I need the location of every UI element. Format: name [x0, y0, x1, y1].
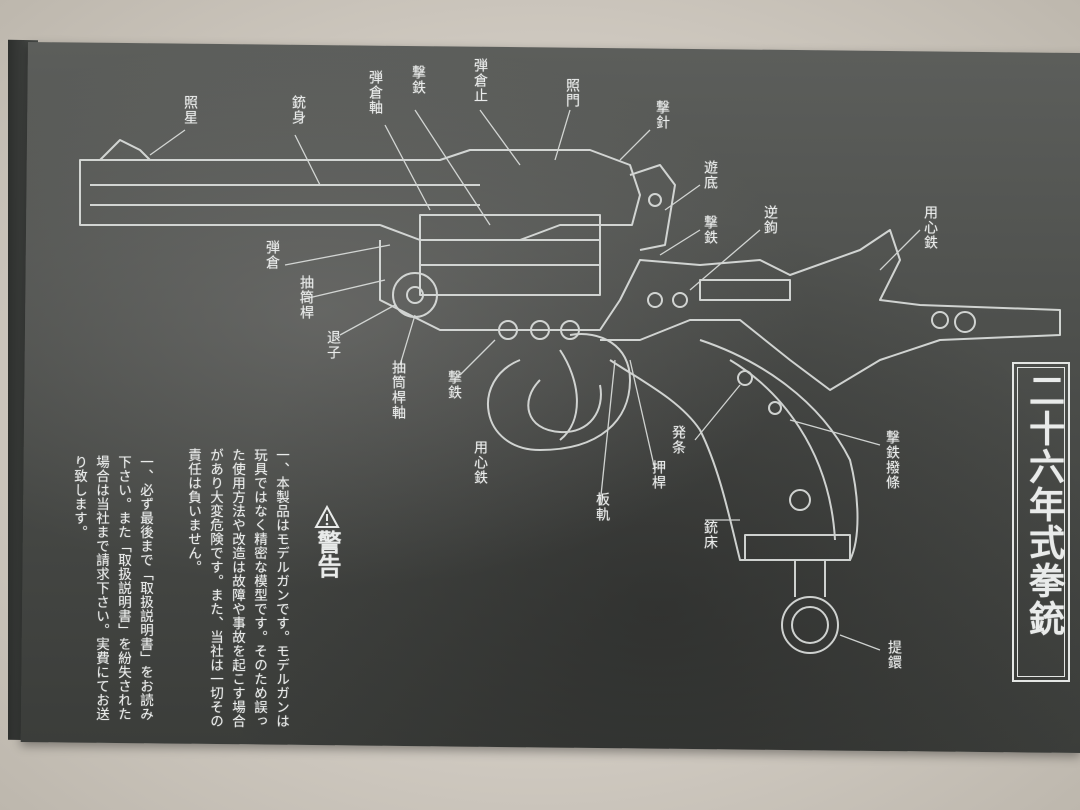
part-label: 用心鉄 — [922, 205, 938, 250]
part-label: 抽筒桿軸 — [390, 360, 406, 420]
part-label: 用心鉄 — [472, 440, 488, 485]
part-label: 抽筒桿 — [298, 275, 314, 320]
part-label: 弾倉止 — [472, 58, 488, 103]
part-label: 板軌 — [594, 492, 610, 522]
box-lid — [20, 42, 1080, 754]
part-label: 撃鉄撥條 — [884, 430, 900, 490]
part-label: 撃針 — [654, 100, 670, 130]
part-label: 弾倉 — [264, 240, 280, 270]
warning-item-1: 一、本製品はモデルガンです。モデルガンは玩具ではなく精密な模型です。そのため誤っ… — [185, 448, 289, 728]
part-label: 遊底 — [702, 160, 718, 190]
part-label: 撃鉄 — [410, 65, 426, 95]
title-frame — [1012, 362, 1070, 682]
part-label: 退子 — [325, 330, 341, 360]
part-label: 発条 — [670, 425, 686, 455]
part-label: 銃身 — [290, 95, 306, 125]
part-label: 撃鉄 — [446, 370, 462, 400]
part-label: 銃床 — [702, 520, 718, 550]
part-label: 押桿 — [650, 460, 666, 490]
part-label: 逆鉤 — [762, 205, 778, 235]
warning-heading: 警告 — [313, 530, 342, 578]
warning-item-2: 一、必ず最後まで「取扱説明書」をお読み下さい。また「取扱説明書」を紛失された場合… — [71, 455, 153, 721]
warning-triangle-icon — [314, 505, 340, 528]
part-label: 提鐶 — [886, 640, 902, 670]
part-label: 照星 — [182, 95, 198, 125]
part-label: 照門 — [564, 78, 580, 108]
part-label: 弾倉軸 — [367, 70, 383, 115]
product-title: 二十六年式拳銃 — [1023, 372, 1065, 638]
part-label: 撃鉄 — [702, 215, 718, 245]
